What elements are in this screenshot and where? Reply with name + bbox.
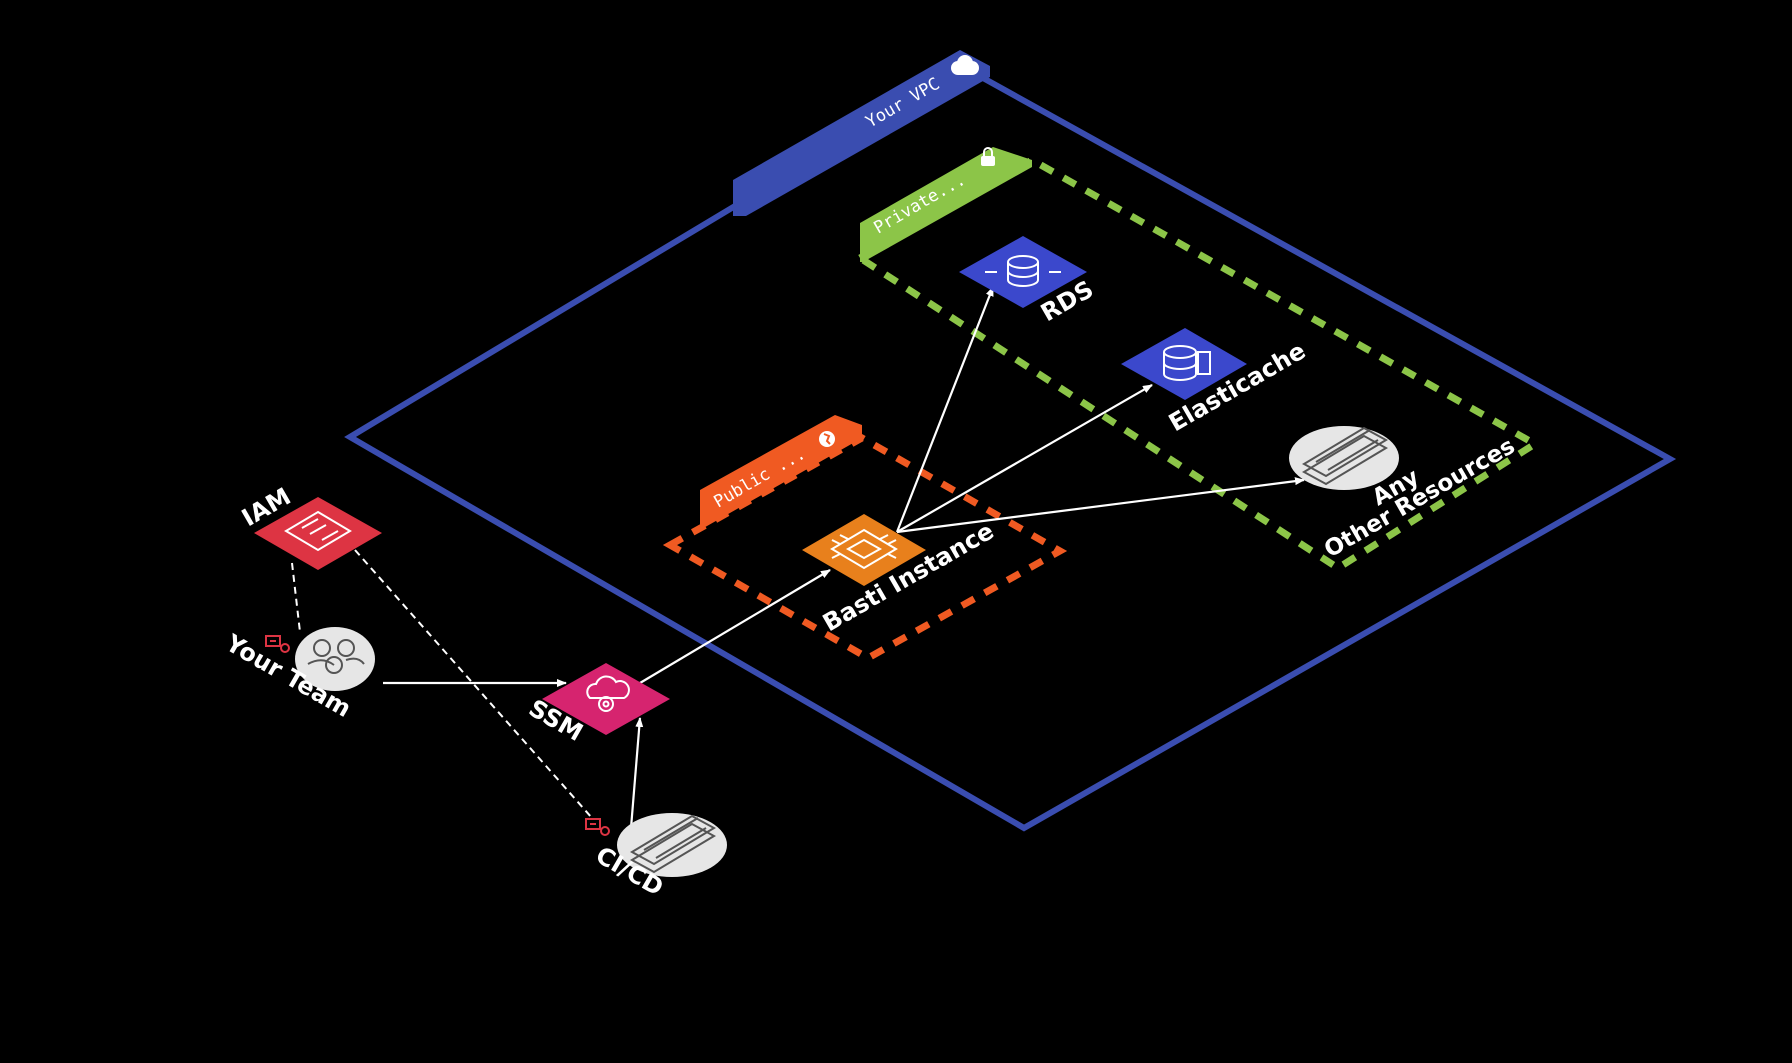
cicd-server-rack-icon (629, 814, 717, 874)
team-node: Your Team (220, 627, 375, 723)
elasticache-icon (1163, 345, 1211, 381)
users-icon (307, 639, 365, 674)
arrow-bastion-to-other (896, 477, 1305, 534)
vpc-tab (733, 50, 990, 216)
elasticache-node: Elasticache (1121, 328, 1310, 437)
iam-identity-icon (284, 510, 352, 552)
lock-icon (981, 147, 995, 166)
globe-icon (819, 431, 835, 447)
rds-database-icon (985, 255, 1061, 287)
cloud-icon (951, 55, 979, 75)
arrow-bastion-to-elasticache (896, 384, 1153, 533)
rds-node: RDS (959, 236, 1098, 327)
team-role-badge-icon (265, 635, 290, 653)
private-subnet-tab (860, 147, 1032, 262)
ec2-chip-icon (830, 528, 898, 570)
cicd-role-badge-icon (585, 818, 610, 836)
ssm-node: SSM (524, 663, 670, 747)
arrow-bastion-to-rds (895, 286, 995, 533)
other-server-rack-icon (1301, 426, 1389, 486)
ssm-cloud-gear-icon (586, 675, 630, 712)
other-resources-node: Any Other Resources (1289, 426, 1519, 563)
connections (383, 286, 1305, 829)
arrow-ssm-to-bastion (639, 569, 831, 684)
arrow-cicd-to-ssm (629, 717, 644, 829)
cicd-node: CI/CD (585, 813, 727, 902)
iam-node: IAM (237, 482, 382, 570)
